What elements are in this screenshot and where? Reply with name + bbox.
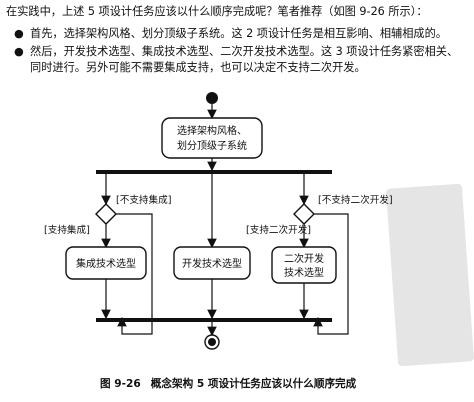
final-node-dot bbox=[208, 338, 216, 346]
join-bar bbox=[96, 318, 332, 322]
top-activity-box bbox=[161, 117, 263, 159]
intro-paragraph: 在实践中，上述 5 项设计任务应该以什么顺序完成呢？笔者推荐（如图 9-26 所… bbox=[6, 5, 428, 18]
dev-activity-label: 开发技术选型 bbox=[182, 257, 242, 270]
flow-skip-secondary bbox=[313, 213, 349, 335]
figure-caption: 图 9-26 概念架构 5 项设计任务应该以什么顺序完成 bbox=[100, 376, 356, 391]
guard-integration: [支持集成] bbox=[44, 224, 90, 236]
figure-caption-text: 概念架构 5 项设计任务应该以什么顺序完成 bbox=[150, 378, 357, 390]
bullet-2-marker: ● bbox=[14, 45, 24, 58]
guard-no-integration: [不支持集成] bbox=[116, 194, 171, 206]
right-decision-node bbox=[293, 203, 315, 225]
left-decision-node bbox=[95, 203, 117, 225]
initial-node bbox=[206, 92, 218, 104]
secondary-activity-line-2: 技术选型 bbox=[284, 266, 324, 279]
fork-bar bbox=[96, 170, 332, 174]
flow-skip-integration bbox=[116, 213, 153, 335]
figure-number: 图 9-26 bbox=[100, 378, 141, 390]
bullet-2-text: 然后，开发技术选型、集成技术选型、二次开发技术选型。这 3 项设计任务紧密相关、… bbox=[30, 45, 459, 74]
top-activity-line-1: 选择架构风格、 bbox=[177, 124, 247, 137]
top-activity-line-2: 划分顶级子系统 bbox=[177, 139, 247, 152]
integration-activity-label: 集成技术选型 bbox=[76, 257, 136, 270]
guard-no-secondary: [不支持二次开发] bbox=[318, 194, 393, 206]
secondary-activity-line-1: 二次开发 bbox=[284, 252, 324, 265]
bullet-1-text: 首先，选择架构风格、划分顶级子系统。这 2 项设计任务是相互影响、相辅相成的。 bbox=[30, 27, 447, 40]
guard-secondary: [支持二次开发] bbox=[246, 224, 311, 236]
bullet-1-marker: ● bbox=[14, 27, 24, 40]
